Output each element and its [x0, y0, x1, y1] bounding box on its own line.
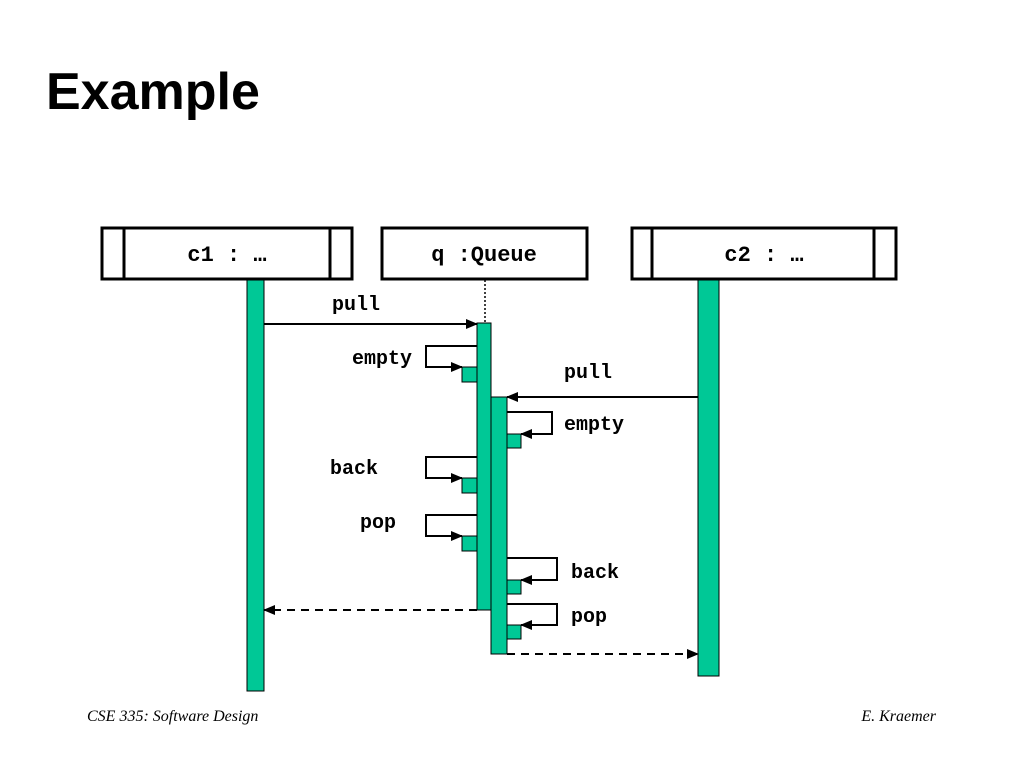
message-label: back [330, 458, 378, 481]
self-message-pop-1: pop [360, 512, 478, 552]
self-message-empty-2: empty [506, 411, 624, 449]
self-call-arrow [507, 603, 558, 630]
self-message-back-1: back [330, 456, 478, 494]
footer-author: E. Kraemer [861, 708, 936, 725]
message-label: back [571, 562, 619, 585]
self-call-arrow [507, 557, 558, 585]
message-label: empty [352, 348, 412, 371]
object-c1: c1 : … [100, 226, 354, 281]
self-call-arrow [425, 514, 477, 541]
message-pull-c1: pull [264, 294, 478, 329]
nested-activation [506, 624, 522, 640]
self-call-arrow [507, 411, 553, 439]
message-label: empty [564, 414, 624, 437]
nested-activation [506, 579, 522, 595]
message-label: pop [360, 512, 396, 535]
object-c2: c2 : … [630, 226, 898, 281]
self-message-empty-1: empty [352, 345, 478, 383]
nested-activation [506, 433, 522, 449]
message-label: pop [571, 606, 607, 629]
object-label: c1 : … [187, 243, 266, 268]
object-box [100, 226, 354, 281]
slide-title: Example [46, 63, 260, 121]
nested-activation [461, 477, 478, 494]
activation-q-2 [490, 396, 508, 655]
self-message-back-2: back [506, 557, 619, 595]
self-message-pop-2: pop [506, 603, 607, 640]
activation-c2 [697, 279, 720, 677]
message-pull-c2: pull [506, 362, 698, 402]
object-box [630, 226, 898, 281]
activation-q-1 [476, 322, 492, 611]
object-q: q :Queue [380, 226, 589, 281]
nested-activation [461, 366, 478, 383]
object-label: c2 : … [724, 243, 803, 268]
footer-course: CSE 335: Software Design [87, 708, 259, 725]
nested-activation [461, 535, 478, 552]
object-box [380, 226, 589, 281]
activation-c1 [246, 279, 265, 692]
object-label: q :Queue [431, 243, 537, 268]
message-label: pull [564, 362, 612, 385]
self-call-arrow [425, 456, 477, 483]
message-label: pull [332, 294, 380, 317]
self-call-arrow [425, 345, 477, 372]
